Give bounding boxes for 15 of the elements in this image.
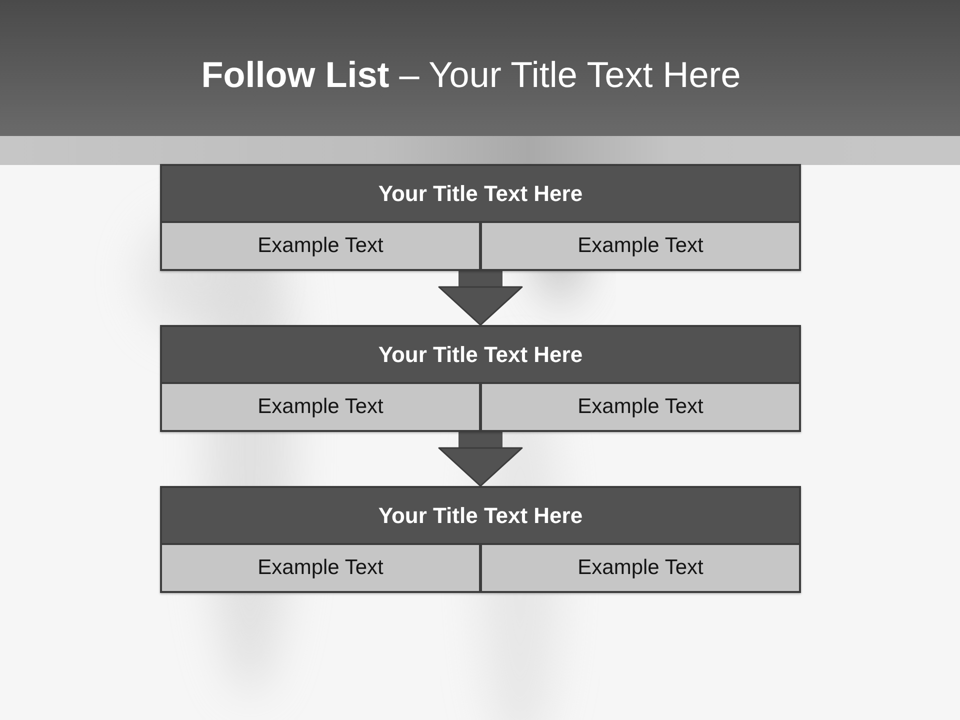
content-cell: Example Text [162, 384, 479, 430]
title-bar: Your Title Text Here [162, 488, 799, 543]
content-cell: Example Text [162, 545, 479, 591]
title-bar: Your Title Text Here [162, 166, 799, 221]
title-bar: Your Title Text Here [162, 327, 799, 382]
block-arrow [438, 271, 523, 326]
list-box [160, 164, 801, 271]
list-box [160, 486, 801, 593]
block-arrow [438, 432, 523, 487]
list-box [160, 325, 801, 432]
content-cell: Example Text [482, 384, 799, 430]
content-cell: Example Text [482, 545, 799, 591]
slide-title: Follow List – Your Title Text Here [200, 53, 742, 97]
content-cell: Example Text [482, 223, 799, 269]
content-cell: Example Text [162, 223, 479, 269]
